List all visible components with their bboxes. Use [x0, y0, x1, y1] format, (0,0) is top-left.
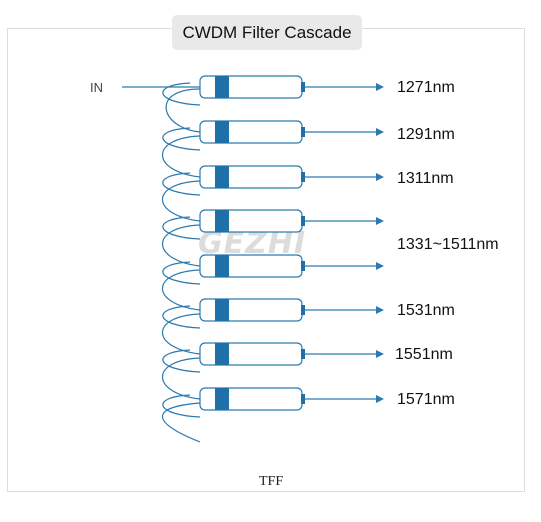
filter-collimator [301, 172, 305, 182]
tff-label: TFF [259, 474, 283, 489]
filter-collimator [301, 261, 305, 271]
filter-row: 1551nm [199, 342, 453, 366]
channel-label: 1531nm [397, 302, 455, 319]
filter-row [199, 209, 384, 233]
filter-band [215, 121, 229, 143]
filter-band [215, 388, 229, 410]
filter-row: 1311nm [199, 165, 454, 189]
filter-row: 1271nm [199, 75, 455, 99]
output-arrow-icon [376, 306, 384, 314]
channel-label: 1271nm [397, 79, 455, 96]
filter-collimator [301, 127, 305, 137]
diagram-title: CWDM Filter Cascade [172, 15, 362, 50]
filter-collimator [301, 305, 305, 315]
output-arrow-icon [376, 350, 384, 358]
filter-collimator [301, 394, 305, 404]
filter-row: 1571nm [199, 387, 455, 411]
output-arrow-icon [376, 128, 384, 136]
channel-label: 1571nm [397, 391, 455, 408]
filter-band [215, 343, 229, 365]
filter-band [215, 166, 229, 188]
output-arrow-icon [376, 262, 384, 270]
filter-collimator [301, 349, 305, 359]
filter-band [215, 255, 229, 277]
output-arrow-icon [376, 173, 384, 181]
filter-band [215, 76, 229, 98]
channel-label: 1311nm [397, 170, 454, 187]
channel-label: 1551nm [395, 346, 453, 363]
filter-collimator [301, 82, 305, 92]
channel-label: 1331~1511nm [397, 236, 499, 253]
output-arrow-icon [376, 395, 384, 403]
output-arrow-icon [376, 217, 384, 225]
input-label: IN [90, 80, 103, 95]
output-arrow-icon [376, 83, 384, 91]
channel-label: 1291nm [397, 126, 455, 143]
filter-row: 1331~1511nm [199, 236, 499, 278]
filter-row: 1291nm [199, 120, 455, 144]
filter-band [215, 210, 229, 232]
filter-stack: 1271nm 1291nm 1311nm 1331~1511nm 1531nm 1551n… [199, 75, 499, 411]
filter-row: 1531nm [199, 298, 455, 322]
cascade-fiber [161, 82, 201, 443]
filter-band [215, 299, 229, 321]
filter-collimator [301, 216, 305, 226]
